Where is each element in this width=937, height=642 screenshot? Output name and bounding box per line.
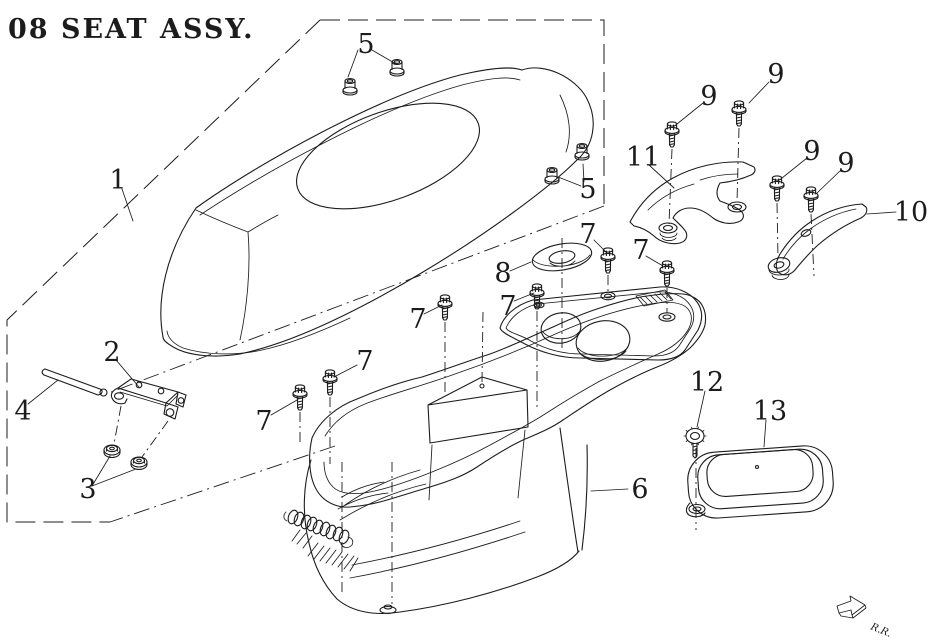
callout-7b: 7 (356, 346, 373, 377)
callout-7d: 7 (499, 291, 516, 322)
callout-1: 1 (109, 165, 126, 196)
hinge-mount-axis-line (109, 445, 336, 523)
cap-nut-3 (544, 167, 560, 185)
callout-4: 4 (14, 396, 31, 427)
flange-nut-2 (130, 456, 148, 471)
callout-7e: 7 (579, 219, 596, 250)
callout-12: 12 (690, 367, 724, 398)
bolt-9c (769, 175, 785, 202)
callout-5a: 5 (357, 29, 374, 60)
callout-5b: 5 (579, 174, 596, 205)
cap-nut-1 (342, 78, 358, 96)
storage-box (283, 286, 707, 615)
bolt-7e (600, 247, 616, 274)
callout-6: 6 (631, 474, 648, 505)
hinge-pin-rod (41, 368, 108, 397)
flange-nut-1 (103, 444, 121, 459)
callout-9c: 9 (803, 136, 820, 167)
storage-box-cover (687, 445, 834, 519)
hinge-pin-axis-line (105, 205, 605, 395)
bolt-9a (664, 121, 680, 148)
callout-11: 11 (626, 142, 660, 173)
leader-lines (27, 49, 897, 492)
page-title: 08 SEAT ASSY. (8, 14, 255, 45)
rear-marker-label: R.R. (868, 621, 893, 640)
bolt-7b (322, 369, 338, 396)
seat-lock-washer (531, 242, 593, 272)
grab-rail-left (629, 161, 756, 245)
bolt-7a (292, 384, 308, 411)
callout-3: 3 (79, 474, 96, 505)
bolt-9d (803, 186, 819, 213)
callout-10: 10 (894, 197, 928, 228)
grab-rail-right (767, 203, 868, 280)
callout-9d: 9 (837, 148, 854, 179)
callout-7f: 7 (632, 235, 649, 266)
callout-9b: 9 (767, 59, 784, 90)
centerlines (113, 127, 815, 604)
seat-hinge-bracket (110, 378, 187, 420)
cover-washer-tab (685, 502, 706, 518)
bolt-7c (437, 294, 453, 321)
knob-screw (683, 426, 707, 459)
view-boundary (6, 19, 605, 523)
callout-2: 2 (103, 337, 120, 368)
cap-nut-4 (574, 143, 590, 161)
callout-7a: 7 (255, 406, 272, 437)
callout-7c: 7 (409, 304, 426, 335)
bolt-9b (731, 100, 747, 127)
callout-9a: 9 (700, 81, 717, 112)
bolt-7f (659, 260, 675, 287)
callout-13: 13 (753, 396, 787, 427)
rear-arrow-icon (836, 595, 867, 619)
hinge-springs (283, 509, 359, 572)
rear-direction-marker: R.R. (836, 595, 893, 640)
callout-8: 8 (494, 258, 511, 289)
seat (160, 67, 594, 357)
